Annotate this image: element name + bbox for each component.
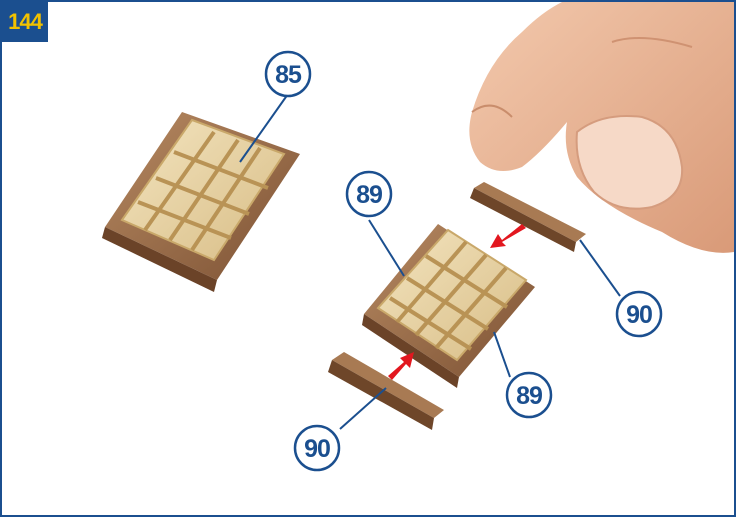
callout-label: 90 (626, 301, 652, 329)
callout-90-left: 90 (295, 426, 339, 470)
callout-90-right: 90 (617, 292, 661, 336)
callout-89-right: 89 (507, 373, 551, 417)
arrow-right-icon (388, 352, 414, 380)
window-frame-85 (102, 112, 300, 292)
callout-label: 89 (516, 382, 542, 410)
callout-85: 85 (266, 52, 310, 96)
step-number-badge: 144 (2, 2, 48, 42)
arrow-right-icon (490, 224, 526, 248)
callout-label: 85 (275, 61, 302, 89)
callout-89-top: 89 (347, 172, 391, 216)
callout-label: 90 (304, 435, 330, 463)
wood-strip-90-upper (470, 182, 586, 252)
callout-label: 89 (356, 181, 382, 209)
